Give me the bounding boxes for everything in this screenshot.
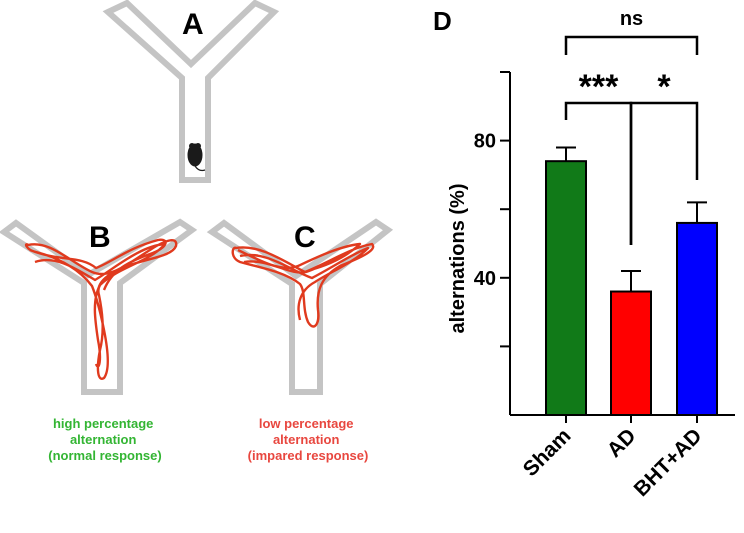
y-maze-a bbox=[102, 0, 280, 183]
caption-b-line-1: high percentage bbox=[53, 416, 153, 431]
y-tick-label: 40 bbox=[474, 268, 496, 290]
significance-label: ns bbox=[620, 8, 643, 30]
x-tick-label: AD bbox=[603, 424, 641, 462]
y-axis-title: alternations (%) bbox=[447, 183, 469, 333]
caption-b-line-2: alternation bbox=[70, 432, 137, 447]
caption-c-line-3: (impared response) bbox=[248, 448, 369, 463]
caption-c-line-2: alternation bbox=[273, 432, 340, 447]
significance-label: *** bbox=[579, 68, 619, 106]
panel-letter-c: C bbox=[294, 221, 316, 254]
panel-c: C low percentage alternation (impared re… bbox=[206, 218, 394, 463]
panel-letter-a: A bbox=[182, 8, 204, 41]
x-tick-label: BHT+AD bbox=[630, 424, 707, 501]
mouse-icon bbox=[187, 143, 206, 172]
panel-b: B high percentage alternation (normal re… bbox=[0, 218, 198, 463]
panel-letter-d: D bbox=[433, 6, 452, 36]
caption-b: high percentage alternation (normal resp… bbox=[48, 416, 161, 463]
maze-gap-mark bbox=[196, 59, 206, 69]
x-tick-label: Sham bbox=[519, 424, 576, 481]
caption-b-line-3: (normal response) bbox=[48, 448, 161, 463]
caption-c: low percentage alternation (impared resp… bbox=[248, 416, 369, 463]
significance-bracket bbox=[629, 101, 699, 245]
panel-a: A bbox=[102, 0, 280, 183]
panel-letter-b: B bbox=[89, 221, 111, 254]
y-tick-label: 80 bbox=[474, 131, 496, 153]
exploration-track-c bbox=[231, 242, 375, 328]
bar bbox=[545, 160, 587, 416]
bar bbox=[610, 290, 652, 416]
bar bbox=[676, 221, 718, 416]
exploration-track-b bbox=[24, 238, 178, 380]
significance-bracket bbox=[564, 35, 699, 55]
caption-c-line-1: low percentage bbox=[259, 416, 354, 431]
significance-label: * bbox=[657, 68, 671, 106]
